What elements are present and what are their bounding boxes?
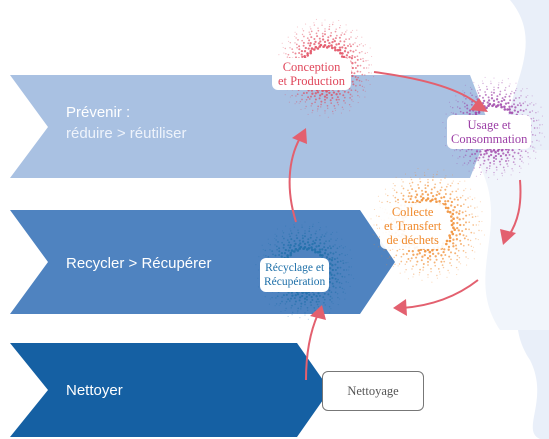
band-prevenir-shape [10,75,490,178]
band-recycler-title: Recycler > Récupérer [66,255,212,272]
node-collecte-line-2: et Transfert [384,219,442,233]
node-conception-line-2: et Production [278,74,346,88]
background-wave [470,150,549,330]
arrow-nettoyage-to-recyclage [305,313,319,381]
node-conception: Conception et Production [272,58,352,90]
node-nettoyage: Nettoyage [322,371,424,411]
arrowhead-recyclage [393,299,407,316]
node-nettoyage-line-1: Nettoyage [347,384,399,398]
node-recyclage-line-2: Récupération [264,276,326,288]
node-usage-line-2: Consommation [451,132,528,146]
band-nettoyer-shape [10,343,330,437]
band-prevenir-title: Prévenir : [66,104,131,121]
node-usage: Usage et Consommation [447,115,532,149]
node-collecte-line-1: Collecte [391,205,434,219]
arrow-recyclage-to-conception [288,137,301,223]
node-collecte-line-3: de déchets [386,233,439,247]
arrowhead-conception [292,128,307,144]
arrowhead-usage [470,98,488,112]
node-recyclage: Récyclage et Récupération [260,258,330,292]
node-collecte: Collecte et Transfert de déchets [380,203,446,249]
node-recyclage-line-1: Récyclage et [265,262,325,274]
band-prevenir-label: Prévenir : réduire > réutiliser [66,104,186,142]
node-conception-line-1: Conception [282,60,341,74]
band-prevenir-subtitle: réduire > réutiliser [66,125,187,142]
arrowhead-recyclage-from-nettoyage [310,305,326,320]
arrow-conception-to-usage [373,71,479,105]
arrowhead-collecte [500,229,516,245]
node-usage-line-1: Usage et [467,118,511,132]
band-nettoyer-title: Nettoyer [66,382,123,399]
arrow-collecte-to-recyclage [401,279,479,309]
